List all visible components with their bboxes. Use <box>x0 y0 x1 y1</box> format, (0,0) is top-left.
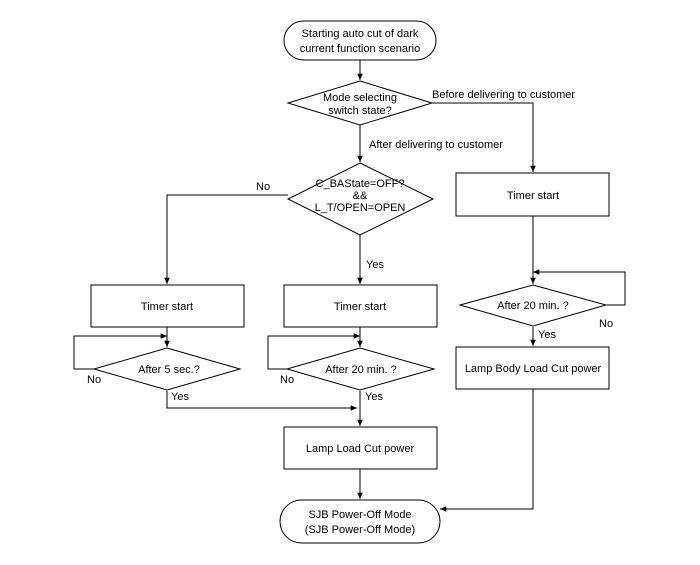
connector-condition-no-to-left-timer <box>164 194 288 284</box>
label-5sec-no: No <box>87 374 101 386</box>
condition-decision: C_BAState=OFF? && L_T/OPEN=OPEN <box>286 162 435 236</box>
start-text-line2: current function scenario <box>300 43 420 55</box>
label-right-20min-yes: Yes <box>538 329 556 341</box>
end-text-line2: (SJB Power-Off Mode) <box>305 524 415 536</box>
mode-decision: Mode selecting switch state? <box>286 80 434 126</box>
mode-decision-line1: Mode selecting <box>323 92 397 104</box>
left-timer-start: Timer start <box>90 284 245 328</box>
mid-timer-start-label: Timer start <box>334 301 386 313</box>
connector-5sec-yes-to-lamp-cut <box>166 391 357 411</box>
left-timer-start-label: Timer start <box>141 301 193 313</box>
condition-line1: C_BAState=OFF? <box>316 178 405 190</box>
label-5sec-yes: Yes <box>171 391 189 403</box>
connectors <box>73 60 626 512</box>
start-text-line1: Starting auto cut of dark <box>302 28 419 40</box>
mid-after-20-min-label: After 20 min. ? <box>325 364 397 376</box>
condition-line2: && <box>353 190 368 202</box>
mid-after-20-min-decision: After 20 min. ? <box>285 347 436 391</box>
connector-right-20min-no-loop <box>533 269 626 306</box>
after-5-sec-decision: After 5 sec.? <box>92 347 242 391</box>
label-after-delivering: After delivering to customer <box>369 139 503 151</box>
right-timer-start-label: Timer start <box>507 190 559 202</box>
connector-5sec-no-loop <box>73 333 167 370</box>
lamp-body-load-cut-box: Lamp Body Load Cut power <box>455 346 610 390</box>
end-terminator: SJB Power-Off Mode (SJB Power-Off Mode) <box>279 499 441 544</box>
right-timer-start: Timer start <box>455 172 610 217</box>
lamp-load-cut-label: Lamp Load Cut power <box>306 443 415 455</box>
lamp-body-load-cut-label: Lamp Body Load Cut power <box>465 363 602 375</box>
label-mid-20min-no: No <box>280 374 294 386</box>
mid-timer-start: Timer start <box>283 284 438 328</box>
right-after-20-min-label: After 20 min. ? <box>497 300 569 312</box>
label-before-delivering: Before delivering to customer <box>432 89 575 101</box>
lamp-load-cut-box: Lamp Load Cut power <box>283 426 438 470</box>
end-text-line1: SJB Power-Off Mode <box>308 509 411 521</box>
label-condition-no: No <box>256 181 270 193</box>
right-after-20-min-decision: After 20 min. ? <box>458 284 608 327</box>
connector-body-cut-to-end <box>440 389 534 512</box>
condition-line3: L_T/OPEN=OPEN <box>315 202 406 214</box>
start-terminator: Starting auto cut of dark current functi… <box>283 20 437 61</box>
after-5-sec-label: After 5 sec.? <box>138 364 200 376</box>
label-right-20min-no: No <box>599 318 613 330</box>
label-mid-20min-yes: Yes <box>365 391 383 403</box>
connector-mid-20min-no-loop <box>267 333 360 370</box>
mode-decision-line2: switch state? <box>328 105 392 117</box>
connector-mode-to-right-timer <box>432 102 536 172</box>
label-condition-yes: Yes <box>366 259 384 271</box>
